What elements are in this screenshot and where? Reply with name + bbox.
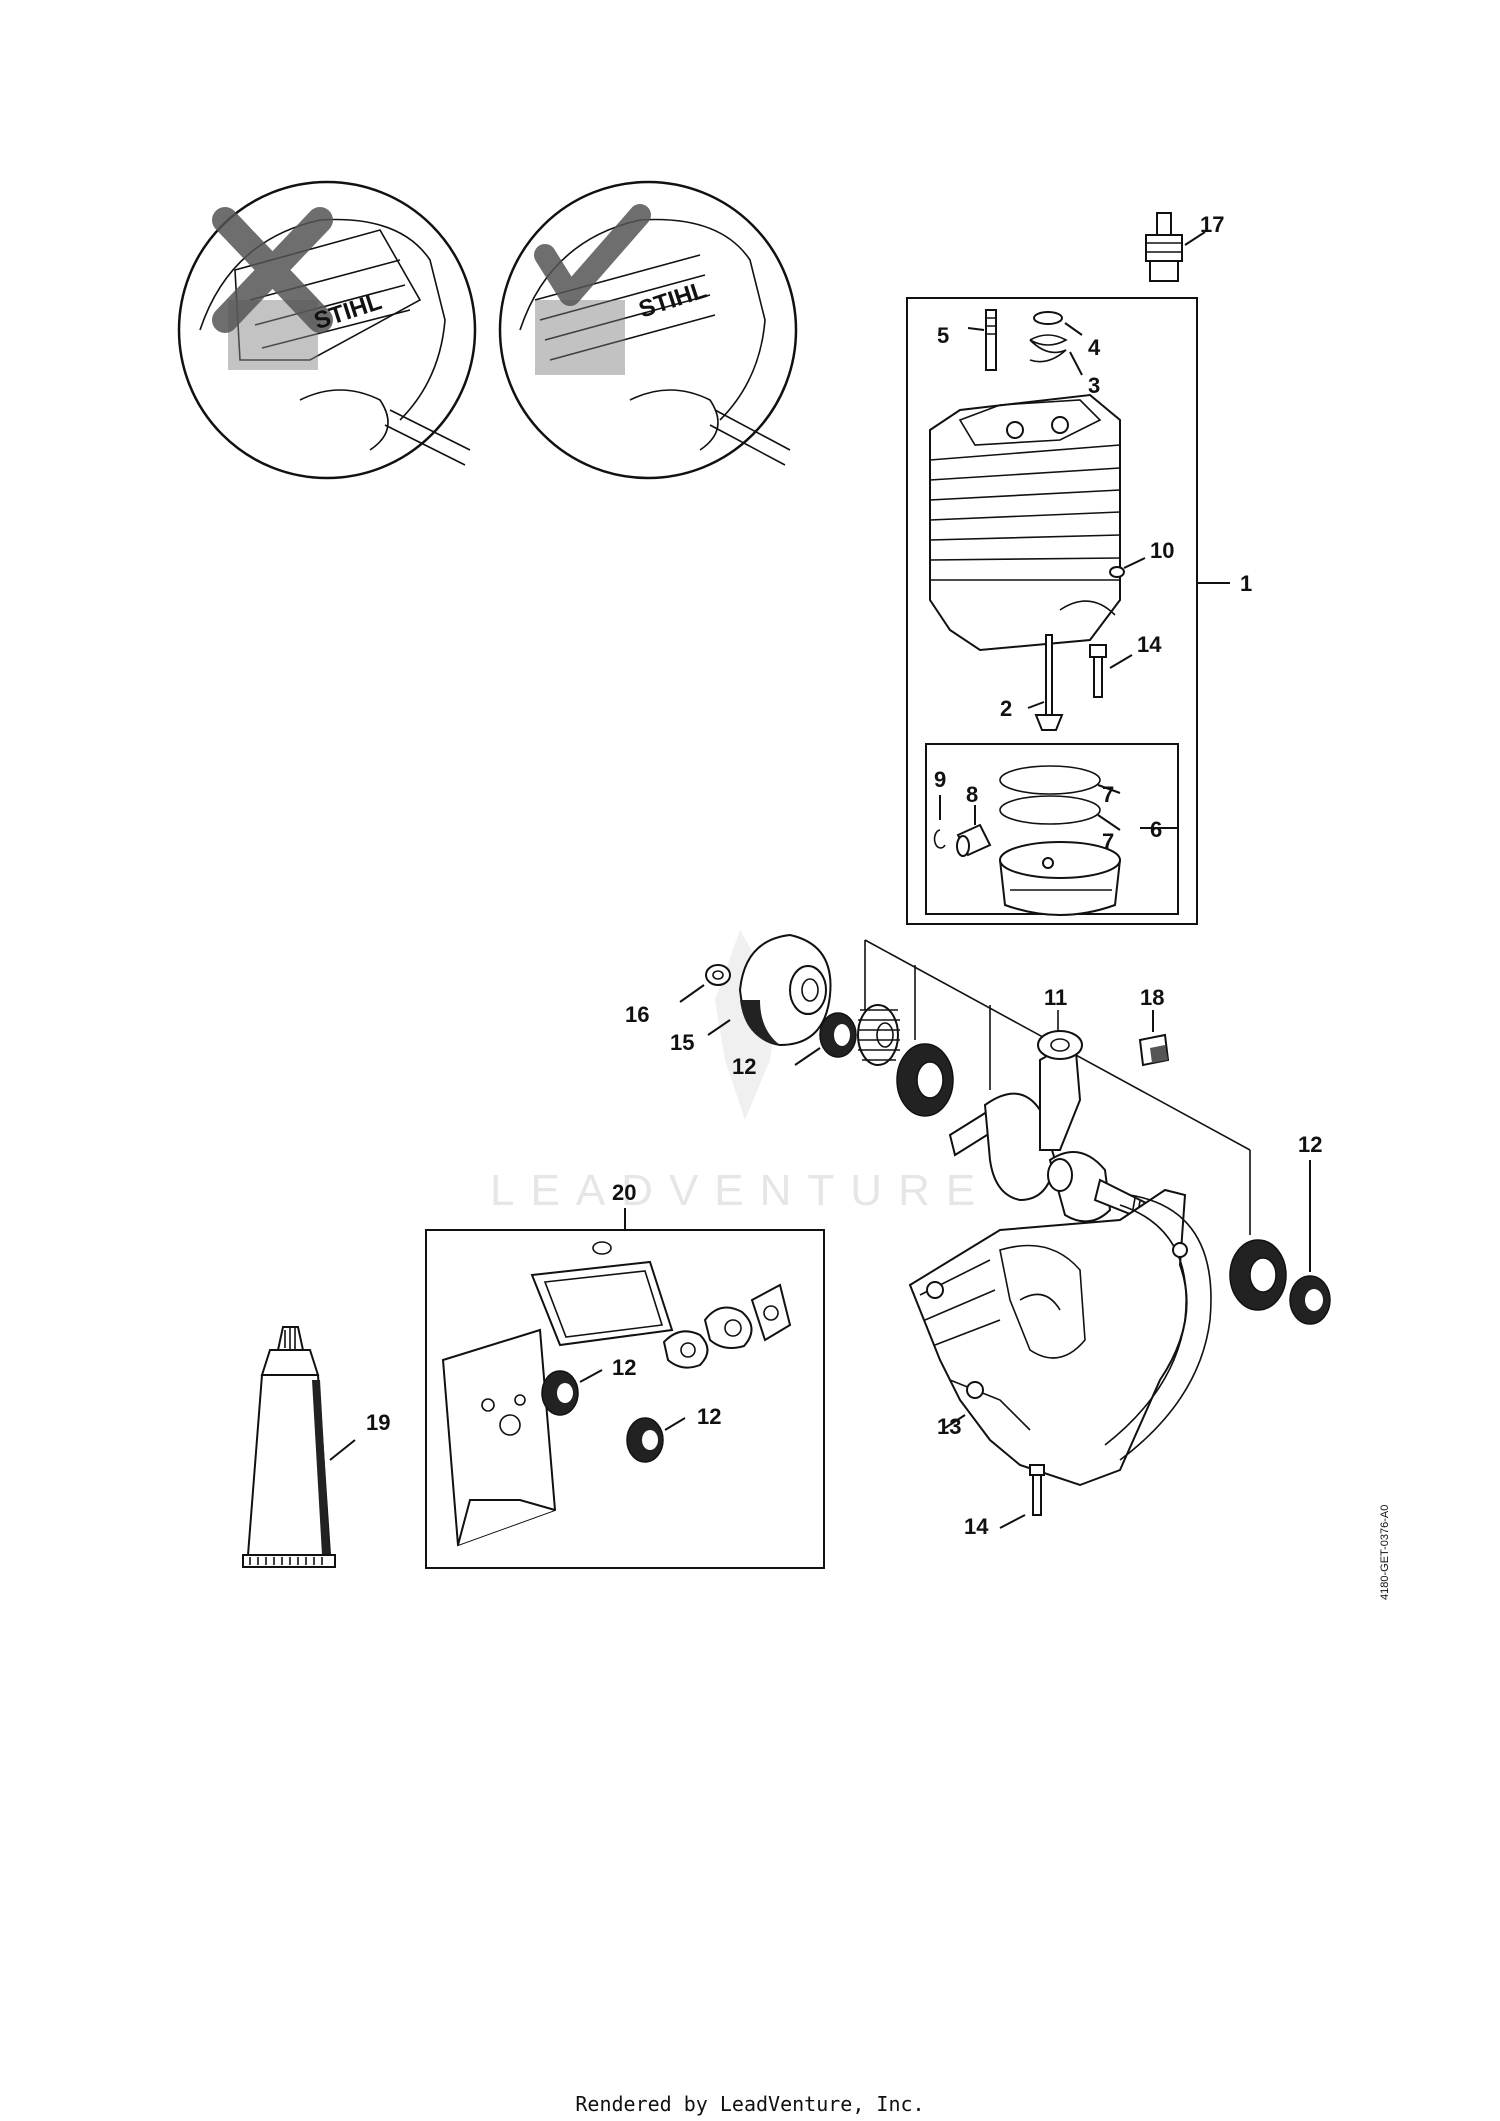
screw-upper bbox=[1089, 644, 1107, 698]
screw-lower bbox=[1029, 1464, 1045, 1516]
callout-2: 2 bbox=[1000, 696, 1012, 721]
crankcase bbox=[908, 1188, 1212, 1487]
callout-17: 17 bbox=[1200, 212, 1224, 237]
cylinder-group-box bbox=[906, 297, 1198, 925]
spark-plug bbox=[1145, 212, 1183, 282]
valve bbox=[1034, 634, 1064, 731]
inset-correct-view: STIHL bbox=[498, 180, 798, 480]
crankshaft bbox=[948, 1030, 1152, 1223]
check-mark-icon bbox=[534, 204, 651, 306]
oil-seal-right bbox=[1289, 1275, 1331, 1325]
stud-and-valve-spring bbox=[985, 309, 1068, 371]
cylinder bbox=[929, 393, 1121, 652]
callout-8: 8 bbox=[966, 782, 978, 807]
inset-wrong-view: STIHL bbox=[177, 180, 477, 480]
callout-12-box-upper: 12 bbox=[612, 1355, 636, 1380]
pinion-gear bbox=[857, 1004, 900, 1066]
piston-rings bbox=[999, 765, 1101, 825]
callout-12-seal-right: 12 bbox=[1298, 1132, 1322, 1157]
callout-12-box-lower: 12 bbox=[697, 1404, 721, 1429]
bearing-left bbox=[819, 1012, 857, 1058]
piston-pin bbox=[956, 823, 992, 857]
oil-seal-box-upper bbox=[541, 1370, 579, 1416]
callout-7-lower: 7 bbox=[1102, 829, 1114, 854]
watermark-text: LEADVENTURE bbox=[490, 1166, 991, 1215]
callout-5: 5 bbox=[937, 323, 949, 348]
gasket-set bbox=[441, 1241, 792, 1547]
callout-4: 4 bbox=[1088, 335, 1101, 360]
nut bbox=[705, 964, 731, 986]
callout-7-upper: 7 bbox=[1102, 782, 1114, 807]
callout-6: 6 bbox=[1150, 817, 1162, 842]
callout-10: 10 bbox=[1150, 538, 1174, 563]
grease-tube bbox=[242, 1326, 336, 1568]
callout-12-bearing-left: 12 bbox=[732, 1054, 756, 1079]
drawing-code: 4180-GET-0376-A0 bbox=[1379, 1505, 1391, 1600]
callout-14-lower: 14 bbox=[964, 1514, 989, 1539]
callout-1: 1 bbox=[1240, 571, 1252, 596]
oil-seal-box-lower bbox=[626, 1417, 664, 1463]
ball-bearing-upper bbox=[896, 1043, 954, 1117]
callout-labels: 1 2 3 4 5 6 7 7 8 9 10 11 12 12 12 12 13… bbox=[366, 212, 1322, 1539]
cross-mark-icon bbox=[212, 207, 333, 333]
ball-bearing-right bbox=[1229, 1239, 1287, 1311]
callout-14-upper: 14 bbox=[1137, 632, 1162, 657]
callout-20: 20 bbox=[612, 1180, 636, 1205]
piston bbox=[998, 841, 1122, 916]
callout-3: 3 bbox=[1088, 373, 1100, 398]
footer-credit: Rendered by LeadVenture, Inc. bbox=[575, 2092, 925, 2116]
callout-19: 19 bbox=[366, 1410, 390, 1435]
flywheel bbox=[738, 933, 832, 1047]
circlip bbox=[933, 829, 946, 849]
callout-15: 15 bbox=[670, 1030, 694, 1055]
callout-13: 13 bbox=[937, 1414, 961, 1439]
sleeve bbox=[1138, 1033, 1170, 1067]
callout-16: 16 bbox=[625, 1002, 649, 1027]
callout-11: 11 bbox=[1044, 985, 1067, 1010]
callout-9: 9 bbox=[934, 767, 946, 792]
callout-18: 18 bbox=[1140, 985, 1164, 1010]
